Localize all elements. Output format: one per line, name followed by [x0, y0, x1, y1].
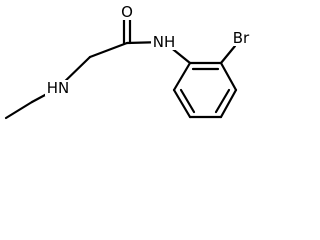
ring-bond-5	[172, 88, 192, 119]
ring-inner-bond-3	[179, 88, 196, 114]
bond-ch2-carbonyl	[88, 41, 129, 59]
atom-bromine: Br	[229, 29, 253, 47]
ring-bond-2	[219, 61, 238, 92]
atom-oxygen: O	[120, 3, 134, 21]
ring-bond-6	[172, 61, 192, 92]
chemical-structure-diagram: O NH HN Br	[4, 3, 253, 120]
bromine-label: Br	[233, 29, 250, 47]
amine-nitrogen-label: HN	[47, 79, 70, 97]
ring-bond-3	[219, 88, 238, 119]
atom-amide-nitrogen: NH	[151, 33, 177, 51]
ring-inner-bond-2	[214, 88, 231, 114]
bond-ethyl-ch3-ch2	[4, 100, 34, 120]
oxygen-label: O	[121, 3, 133, 21]
atom-amine-nitrogen: HN	[45, 79, 71, 97]
bond-ring-bromine	[219, 44, 237, 65]
amide-nitrogen-label: NH	[153, 33, 176, 51]
